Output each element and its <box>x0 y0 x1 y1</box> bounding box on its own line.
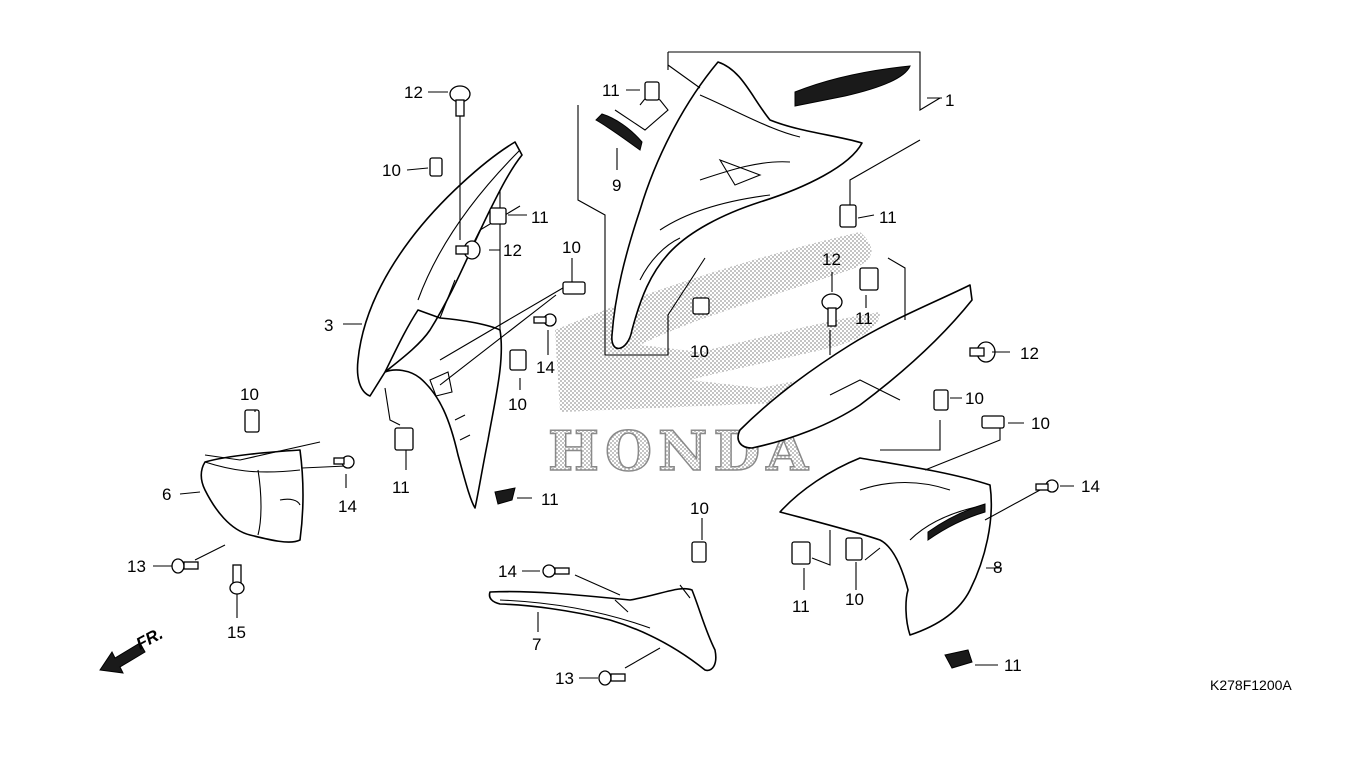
callout-8: 8 <box>993 558 1002 577</box>
clip-nut-icon <box>494 487 516 505</box>
clip-nut-icon <box>839 204 857 228</box>
callout-11: 11 <box>1004 656 1022 675</box>
honda-wing-logo <box>555 232 880 412</box>
part-6-inner-cover <box>200 449 304 543</box>
callout-12: 12 <box>503 241 522 260</box>
callout-13: 13 <box>127 557 146 576</box>
screw-icon <box>542 564 570 578</box>
callout-12: 12 <box>822 250 841 269</box>
front-arrow-icon: FR. <box>99 624 166 674</box>
part-7-under-cover <box>488 584 717 672</box>
clip-nut-icon <box>429 157 443 177</box>
watermark-text: HONDA <box>548 419 814 483</box>
screw-icon <box>171 558 199 574</box>
callout-15: 15 <box>227 623 246 642</box>
callout-7: 7 <box>532 635 541 654</box>
callout-11: 11 <box>792 597 810 616</box>
bolt-icon <box>821 293 843 327</box>
callout-11: 11 <box>879 208 897 227</box>
clip-nut-icon <box>692 297 710 315</box>
callout-11: 11 <box>392 478 410 497</box>
label-leaders <box>153 89 1074 679</box>
callout-12: 12 <box>1020 344 1039 363</box>
callout-10: 10 <box>508 395 527 414</box>
part-8-right-side-cover <box>737 284 993 636</box>
clip-nut-icon <box>944 649 973 669</box>
callout-10: 10 <box>690 342 709 361</box>
bolt-icon <box>455 240 481 260</box>
clip-nut-icon <box>244 409 260 433</box>
screw-icon <box>598 670 626 686</box>
hardware <box>171 81 1059 686</box>
honda-watermark: HONDA <box>547 232 880 484</box>
callout-1: 1 <box>945 91 954 110</box>
bolt-icon <box>969 341 996 363</box>
callout-14: 14 <box>338 497 357 516</box>
callout-11: 11 <box>531 208 549 227</box>
clip-nut-icon <box>691 541 707 563</box>
callout-10: 10 <box>562 238 581 257</box>
clip-nut-icon <box>509 349 527 371</box>
callout-10: 10 <box>240 385 259 404</box>
clip-nut-icon <box>489 207 507 225</box>
clip-nut-icon <box>562 281 586 295</box>
diagram-code: K278F1200A <box>1210 677 1292 693</box>
clip-nut-icon <box>933 389 949 411</box>
callout-11: 11 <box>602 81 620 100</box>
callout-10: 10 <box>382 161 401 180</box>
clip-nut-icon <box>859 267 879 291</box>
reference-lines <box>194 51 1041 669</box>
clip-nut-icon <box>644 81 660 101</box>
callout-labels: 1 3 6 7 8 9 10 10 10 10 10 10 10 10 10 1… <box>127 81 1100 688</box>
clip-nut-icon <box>981 415 1005 429</box>
screw-icon <box>333 455 355 469</box>
clip-nut-icon <box>845 537 863 561</box>
callout-11: 11 <box>855 309 873 328</box>
screw-icon <box>1035 479 1059 493</box>
callout-6: 6 <box>162 485 171 504</box>
callout-14: 14 <box>1081 477 1100 496</box>
callout-12: 12 <box>404 83 423 102</box>
bolt-icon <box>449 85 471 117</box>
part-9-emblem <box>595 113 643 151</box>
callout-13: 13 <box>555 669 574 688</box>
callout-10: 10 <box>845 590 864 609</box>
clip-nut-icon <box>791 541 811 565</box>
callout-10: 10 <box>965 389 984 408</box>
clip-nut-icon <box>394 427 414 451</box>
callout-14: 14 <box>536 358 555 377</box>
callout-14: 14 <box>498 562 517 581</box>
callout-10: 10 <box>690 499 709 518</box>
part-3-left-side-cover <box>356 141 523 509</box>
screw-icon <box>229 564 245 595</box>
screw-icon <box>533 313 557 327</box>
callout-9: 9 <box>612 176 621 195</box>
callout-11: 11 <box>541 490 559 509</box>
callout-10: 10 <box>1031 414 1050 433</box>
callout-3: 3 <box>324 316 333 335</box>
part-1-front-top-cover <box>611 61 911 350</box>
